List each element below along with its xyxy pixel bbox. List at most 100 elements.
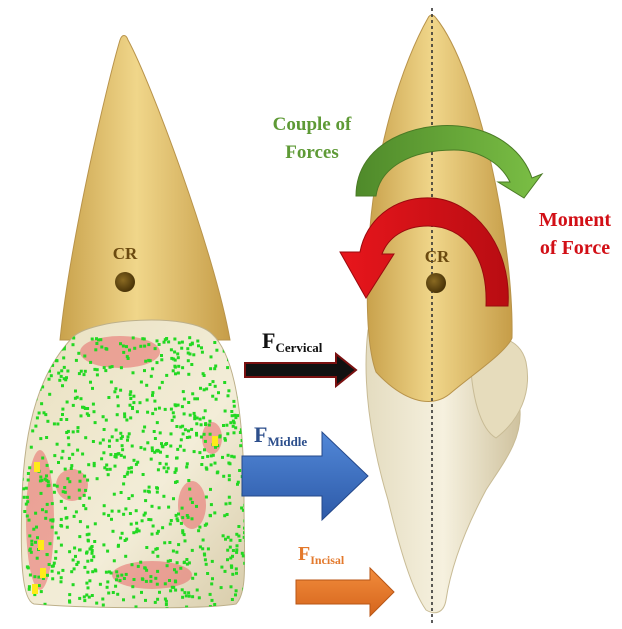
stress-pixel — [40, 402, 43, 405]
stress-pixel — [176, 517, 179, 520]
right-cr-marker — [426, 273, 446, 293]
stress-pixel — [201, 351, 204, 354]
stress-pixel — [45, 436, 48, 439]
stress-pixel — [120, 437, 123, 440]
stress-pixel — [143, 490, 146, 493]
stress-pixel — [224, 439, 227, 442]
stress-pixel — [64, 507, 67, 510]
stress-pixel — [139, 345, 142, 348]
stress-pixel — [188, 336, 191, 339]
stress-pixel — [173, 338, 176, 341]
stress-pixel — [239, 539, 242, 542]
stress-hotspot — [112, 561, 192, 589]
stress-pixel — [233, 431, 236, 434]
stress-pixel — [116, 593, 119, 596]
stress-pixel — [108, 439, 111, 442]
stress-pixel — [137, 565, 140, 568]
stress-pixel — [115, 456, 118, 459]
stress-pixel — [80, 370, 83, 373]
stress-pixel — [156, 547, 159, 550]
force-incisal: FIncisal — [296, 543, 394, 616]
stress-pixel — [135, 530, 138, 533]
stress-pixel — [229, 546, 232, 549]
stress-pixel — [145, 384, 148, 387]
stress-pixel — [185, 594, 188, 597]
stress-pixel — [153, 400, 156, 403]
stress-pixel — [213, 603, 216, 606]
stress-pixel — [122, 598, 125, 601]
stress-pixel — [24, 421, 27, 424]
stress-pixel — [213, 511, 216, 514]
stress-pixel — [211, 395, 214, 398]
stress-pixel — [168, 541, 171, 544]
stress-pixel — [163, 341, 166, 344]
stress-pixel — [185, 606, 188, 609]
stress-pixel — [156, 532, 159, 535]
stress-pixel — [174, 589, 177, 592]
stress-pixel — [60, 342, 63, 345]
stress-pixel — [28, 466, 31, 469]
stress-pixel — [38, 584, 41, 587]
stress-pixel — [162, 495, 165, 498]
stress-pixel — [229, 421, 232, 424]
stress-pixel — [139, 401, 142, 404]
stress-pixel — [222, 424, 225, 427]
stress-pixel — [86, 551, 89, 554]
stress-hotspot — [178, 481, 206, 529]
stress-pixel — [183, 412, 186, 415]
stress-pixel — [114, 465, 117, 468]
stress-pixel — [23, 423, 26, 426]
stress-pixel — [161, 381, 164, 384]
stress-pixel — [236, 379, 239, 382]
stress-pixel — [78, 471, 81, 474]
stress-pixel — [21, 465, 24, 468]
stress-pixel — [30, 352, 33, 355]
stress-pixel — [221, 456, 224, 459]
stress-pixel — [62, 490, 65, 493]
stress-pixel — [206, 455, 209, 458]
stress-pixel — [151, 446, 154, 449]
stress-pixel — [107, 592, 110, 595]
stress-pixel — [231, 414, 234, 417]
stress-pixel — [83, 373, 86, 376]
stress-pixel — [179, 567, 182, 570]
stress-pixel — [116, 395, 119, 398]
stress-pixel — [54, 341, 57, 344]
stress-pixel — [183, 449, 186, 452]
stress-pixel — [26, 397, 29, 400]
stress-pixel — [60, 525, 63, 528]
stress-pixel — [58, 379, 61, 382]
stress-pixel — [152, 551, 155, 554]
stress-pixel — [92, 555, 95, 558]
stress-pixel — [151, 533, 154, 536]
stress-pixel — [238, 469, 241, 472]
stress-pixel — [132, 395, 135, 398]
stress-pixel — [247, 425, 250, 428]
stress-pixel — [235, 589, 238, 592]
stress-pixel — [95, 342, 98, 345]
stress-pixel — [87, 586, 90, 589]
stress-pixel — [175, 551, 178, 554]
stress-pixel — [169, 589, 172, 592]
stress-pixel — [72, 343, 75, 346]
stress-pixel — [71, 453, 74, 456]
stress-pixel — [91, 570, 94, 573]
stress-pixel — [158, 343, 161, 346]
stress-pixel — [101, 598, 104, 601]
stress-pixel — [180, 347, 183, 350]
stress-pixel — [188, 488, 191, 491]
stress-pixel — [148, 486, 151, 489]
stress-pixel — [72, 430, 75, 433]
stress-pixel — [83, 494, 86, 497]
stress-pixel — [119, 342, 122, 345]
stress-pixel — [50, 470, 53, 473]
stress-pixel — [236, 363, 239, 366]
stress-peak — [40, 568, 46, 578]
stress-pixel — [215, 398, 218, 401]
stress-pixel — [126, 439, 129, 442]
stress-pixel — [66, 370, 69, 373]
stress-pixel — [107, 473, 110, 476]
stress-pixel — [188, 595, 191, 598]
stress-pixel — [177, 356, 180, 359]
stress-pixel — [167, 467, 170, 470]
